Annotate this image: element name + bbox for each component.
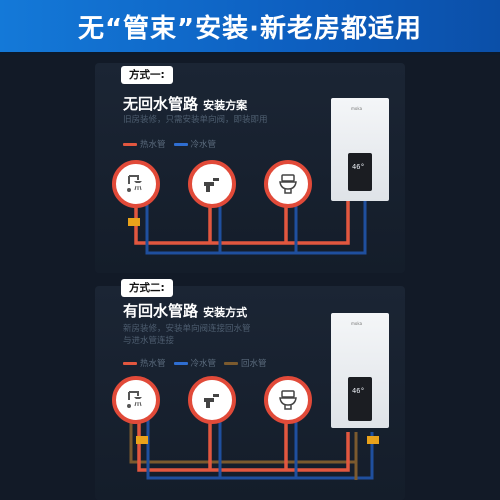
method2-pipes	[129, 420, 379, 480]
method2-tag: 方式二:	[121, 279, 173, 297]
heater-brand: moka	[351, 106, 363, 111]
method2-title-big: 有回水管路	[123, 302, 199, 320]
faucet-fixture-2	[188, 376, 236, 424]
method2-desc-line-1: 新房装修，安装单向阀连接回水管	[123, 324, 251, 334]
faucet-icon	[204, 178, 219, 192]
method1-desc: 旧房装修，只需安装单向阀，即装即用	[123, 114, 268, 126]
faucet-fixture	[188, 160, 236, 208]
heater-display-2: 46°	[348, 377, 372, 421]
legend2-return: 回水管	[224, 357, 267, 369]
toilet-fixture-2	[264, 376, 312, 424]
shower-icon	[127, 391, 142, 408]
heater-readout-2: 46°	[352, 387, 365, 395]
heater-brand-2: moka	[351, 321, 363, 326]
method1-legend: 热水管 冷水管	[123, 138, 216, 150]
legend2-cold-label: 冷水管	[190, 359, 217, 369]
legend2-return-label: 回水管	[241, 359, 267, 369]
method2-title: 有回水管路 安装方式	[123, 300, 247, 321]
check-valve-icon	[128, 218, 140, 226]
heater-display: 46°	[348, 153, 372, 191]
toilet-icon	[279, 390, 297, 410]
legend2-cold: 冷水管	[173, 357, 217, 369]
top-banner: 无“管束”安装·新老房都适用	[0, 0, 500, 52]
legend2-hot-label: 热水管	[140, 359, 166, 369]
legend-cold-label: 冷水管	[190, 140, 217, 150]
shower-icon	[127, 175, 142, 192]
check-valve-icon	[136, 436, 148, 444]
legend-cold: 冷水管	[173, 138, 217, 150]
method2-title-small: 安装方式	[203, 306, 248, 319]
method1-tag: 方式一:	[121, 66, 173, 84]
water-heater-1: moka 46°	[331, 98, 389, 201]
shower-fixture	[112, 160, 160, 208]
legend-hot: 热水管	[123, 138, 166, 150]
legend-hot-label: 热水管	[140, 140, 166, 150]
shower-fixture-2	[112, 376, 160, 424]
faucet-icon	[204, 394, 219, 408]
toilet-icon	[279, 174, 297, 194]
method1-title: 无回水管路 安装方案	[123, 93, 247, 114]
toilet-fixture	[264, 160, 312, 208]
method2-legend: 热水管 冷水管 回水管	[123, 357, 267, 369]
water-heater-2: moka 46°	[331, 313, 389, 428]
method1-title-small: 安装方案	[203, 99, 248, 112]
check-valve-icon	[367, 436, 379, 444]
method1-title-big: 无回水管路	[123, 95, 199, 113]
heater-readout: 46°	[352, 163, 365, 171]
banner-title: 无“管束”安装·新老房都适用	[77, 13, 423, 44]
method1-desc-line: 旧房装修，只需安装单向阀，即装即用	[123, 115, 268, 125]
legend2-hot: 热水管	[123, 357, 166, 369]
method1-pipes	[128, 200, 367, 255]
method2-desc: 新房装修，安装单向阀连接回水管 与进水管连接	[123, 323, 251, 347]
method2-desc-line-2: 与进水管连接	[123, 336, 175, 346]
